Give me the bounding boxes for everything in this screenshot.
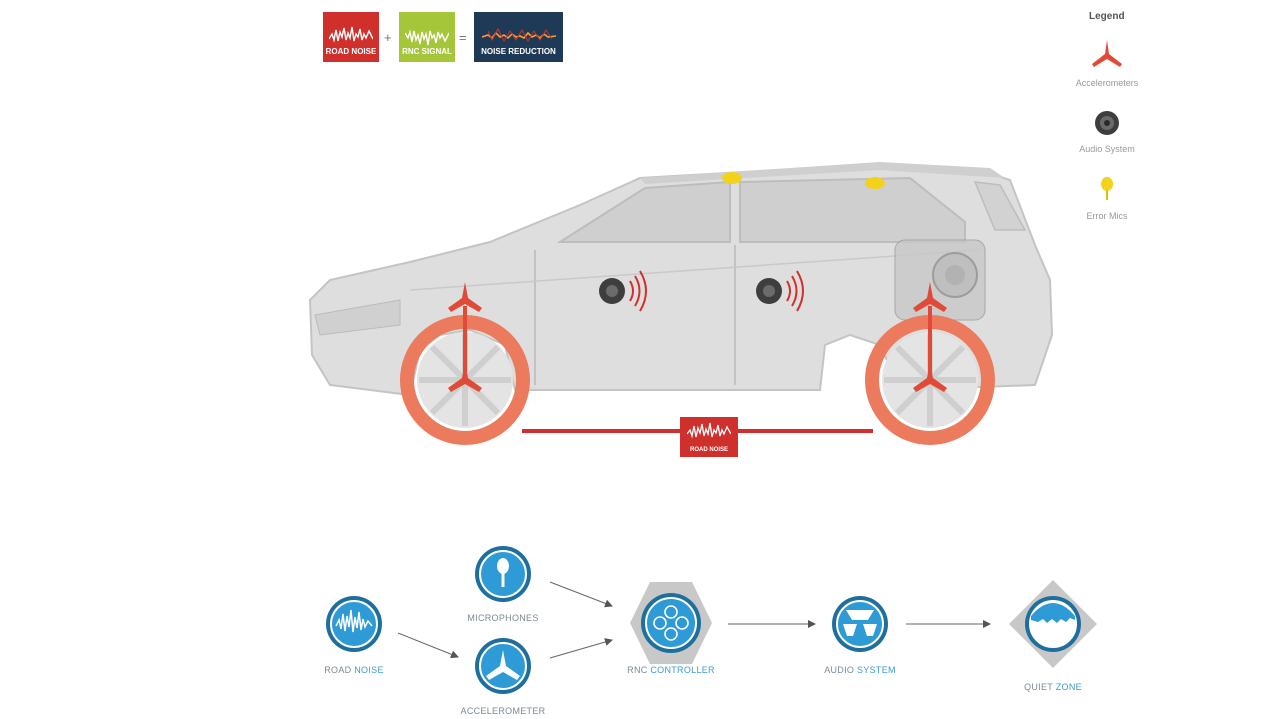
- accelerometer-front-upper: [448, 282, 482, 312]
- rnc-signal-box: RNC SIGNAL: [399, 12, 455, 62]
- legend-item-accelerometers: Accelerometers: [1075, 78, 1139, 88]
- legend-item-audio-system: Audio System: [1079, 144, 1135, 154]
- arrow-road-to-accelerometer: [397, 632, 459, 659]
- road-noise-box: ROAD NOISE: [323, 12, 379, 62]
- speaker-icon: [1095, 111, 1119, 135]
- microphone-icon: [1101, 177, 1113, 200]
- accelerometer-rear-upper: [913, 282, 947, 312]
- arrow-mic-to-controller: [549, 581, 613, 608]
- speaker-rear: [756, 270, 804, 312]
- audio-system-node: [832, 596, 888, 652]
- legend-item-error-mics: Error Mics: [1086, 211, 1128, 221]
- accelerometer-rear-lower: [913, 362, 947, 392]
- sound-wave-icon: [335, 609, 373, 633]
- microphone-icon: [497, 558, 509, 574]
- audio-system-node-label: AUDIO SYSTEM: [824, 665, 896, 675]
- car-illustration: [308, 162, 1054, 445]
- accelerometer-node-label: ACCELEROMETER: [460, 706, 546, 716]
- noise-reduction-label: NOISE REDUCTION: [481, 47, 556, 56]
- accelerometer-node: [475, 638, 531, 694]
- sound-wave-icon: [481, 27, 556, 43]
- road-noise-badge-label: ROAD NOISE: [689, 447, 728, 453]
- arrow-accel-to-controller: [549, 638, 613, 659]
- rnc-controller-node: [630, 582, 712, 664]
- accelerometer-icon: [1092, 40, 1122, 67]
- quiet-zone-node-label: QUIET ZONE: [1024, 682, 1082, 692]
- quiet-zone-icon: [1031, 603, 1075, 623]
- rnc-signal-label: RNC SIGNAL: [402, 47, 452, 56]
- accelerometer-front-lower: [448, 362, 482, 392]
- error-mic-front: [722, 172, 742, 184]
- rear-motor: [894, 239, 986, 321]
- rnc-controller-node-label: RNC CONTROLLER: [627, 665, 715, 675]
- road-noise-node: [326, 596, 382, 652]
- equals-sign: =: [459, 30, 467, 45]
- speaker-front: [599, 270, 647, 312]
- microphones-node: [475, 546, 531, 602]
- speaker-icon: [843, 610, 877, 636]
- sound-wave-icon: [329, 26, 373, 43]
- error-mic-rear: [865, 177, 885, 189]
- road-noise-node-label: ROAD NOISE: [324, 665, 384, 675]
- road-noise-badge: ROAD NOISE: [680, 417, 738, 457]
- road-noise-label: ROAD NOISE: [325, 47, 377, 56]
- noise-reduction-box: NOISE REDUCTION: [474, 12, 563, 62]
- quiet-zone-node: [1009, 580, 1097, 668]
- accelerometer-icon: [486, 650, 520, 680]
- plus-sign: +: [384, 30, 392, 45]
- sound-wave-icon: [687, 422, 731, 439]
- microphones-node-label: MICROPHONES: [467, 613, 539, 623]
- legend-title: Legend: [1089, 11, 1125, 22]
- sound-wave-icon: [405, 29, 449, 46]
- circuit-icon: [653, 605, 689, 641]
- flow-diagram: [326, 546, 1097, 694]
